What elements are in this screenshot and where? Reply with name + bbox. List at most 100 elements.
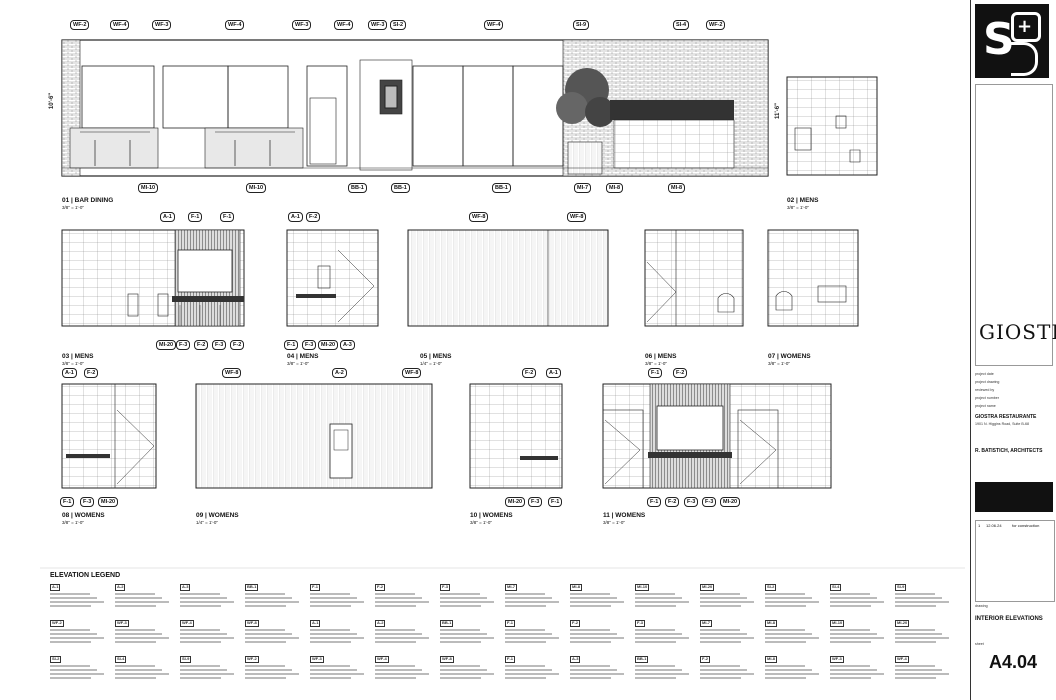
legend-item: MI-10 bbox=[830, 620, 894, 645]
legend-code: WF-4 bbox=[375, 656, 389, 663]
e11-top-tags-0: F-1 bbox=[648, 368, 663, 378]
legend-item: SI-4 bbox=[830, 584, 894, 609]
legend-item: MI-8 bbox=[570, 584, 634, 609]
e11-top-tags-1: F-2 bbox=[673, 368, 688, 378]
legend-item: BB-1 bbox=[245, 584, 309, 609]
sheet-number-label: sheet bbox=[975, 642, 984, 646]
legend-item: A-1 bbox=[310, 620, 374, 645]
legend-item: F-3 bbox=[440, 584, 504, 609]
legend-code: WF-4 bbox=[895, 656, 909, 663]
legend-code: F-1 bbox=[310, 584, 320, 591]
legend-item: WF-3 bbox=[830, 656, 894, 681]
legend-code: A-3 bbox=[180, 584, 191, 591]
e01-bottom-tags-4: BB-1 bbox=[492, 183, 511, 193]
e01-top-tags-8: WF-4 bbox=[484, 20, 504, 30]
e03-top-tags-2: F-1 bbox=[220, 212, 235, 222]
legend-item: A-2 bbox=[375, 620, 439, 645]
legend-code: SI-4 bbox=[830, 584, 842, 591]
e03-top-tags-0: A-1 bbox=[160, 212, 175, 222]
e08-bottom-tags-2: MI-20 bbox=[98, 497, 119, 507]
e01-top-tags-10: SI-4 bbox=[673, 20, 690, 30]
e11-bottom-tags-2: F-3 bbox=[684, 497, 699, 507]
e01-bottom-tags-7: MI-8 bbox=[668, 183, 685, 193]
legend-code: F-2 bbox=[570, 620, 580, 627]
e11-bottom-tags-0: F-1 bbox=[647, 497, 662, 507]
e04-bottom-tags-1: F-3 bbox=[302, 340, 317, 350]
architect-name: R. BATISTICH, ARCHITECTS bbox=[975, 448, 1043, 454]
e05-top-tags-1: WF-8 bbox=[567, 212, 587, 222]
sheet-title-label: drawing bbox=[975, 604, 988, 608]
firm-logo: S + bbox=[975, 4, 1049, 78]
legend-item: F-3 bbox=[635, 620, 699, 645]
e01-bottom-tags-6: MI-8 bbox=[606, 183, 623, 193]
legend-item: SI-4 bbox=[115, 656, 179, 681]
e01-top-tags-5: WF-4 bbox=[334, 20, 354, 30]
legend-item: MI-20 bbox=[700, 584, 764, 609]
legend-code: WF-3 bbox=[310, 656, 324, 663]
legend-code: F-1 bbox=[505, 620, 515, 627]
firm-logo-mark: S bbox=[983, 14, 1015, 65]
legend-item: MI-20 bbox=[895, 620, 959, 645]
e03-bottom-tags-2: F-2 bbox=[194, 340, 209, 350]
sheet-title: INTERIOR ELEVATIONS bbox=[975, 616, 1043, 622]
legend-code: A-2 bbox=[115, 584, 126, 591]
legend-item: WF-4 bbox=[180, 620, 244, 645]
title-block-row: project name bbox=[975, 404, 996, 408]
legend-code: WF-2 bbox=[50, 620, 64, 627]
legend-item: WF-4 bbox=[895, 656, 959, 681]
client-logo: GIOSTRA bbox=[979, 320, 1056, 344]
e10-top-tags-0: F-2 bbox=[522, 368, 537, 378]
revision-note: for construction bbox=[1012, 523, 1040, 528]
legend-item: MI-8 bbox=[765, 656, 829, 681]
e04-bottom-tags-3: A-3 bbox=[340, 340, 355, 350]
legend-item: A-2 bbox=[115, 584, 179, 609]
title-block-notes-area bbox=[975, 84, 1053, 366]
e08-bottom-tags-0: F-1 bbox=[60, 497, 75, 507]
e01-top-tags-6: WF-3 bbox=[368, 20, 388, 30]
elevation-02-drawing bbox=[786, 76, 878, 176]
legend-item: MI-10 bbox=[635, 584, 699, 609]
e01-top-tags-3: WF-4 bbox=[225, 20, 245, 30]
legend-item: WF-8 bbox=[440, 656, 504, 681]
e01-top-tags-9: SI-9 bbox=[573, 20, 590, 30]
e03-top-tags-1: F-1 bbox=[188, 212, 203, 222]
legend-code: BB-1 bbox=[245, 584, 259, 591]
e01-bottom-tags-1: MI-10 bbox=[246, 183, 267, 193]
plus-icon: + bbox=[1017, 16, 1033, 37]
legend-code: WF-2 bbox=[245, 656, 259, 663]
elevation-10-drawing bbox=[469, 383, 563, 489]
legend-code: F-3 bbox=[440, 584, 450, 591]
legend-item: BB-1 bbox=[635, 656, 699, 681]
legend-code: A-3 bbox=[570, 656, 581, 663]
revision-table: 1 12.06.24 for construction bbox=[975, 520, 1055, 602]
legend-code: F-2 bbox=[700, 656, 710, 663]
legend-code: MI-7 bbox=[505, 584, 517, 591]
legend-code: SI-9 bbox=[180, 656, 192, 663]
legend-code: BB-1 bbox=[635, 656, 649, 663]
legend-item: A-3 bbox=[180, 584, 244, 609]
e01-top-tags-1: WF-4 bbox=[110, 20, 130, 30]
legend-item: WF-4 bbox=[375, 656, 439, 681]
e01-top-tags-11: WF-2 bbox=[706, 20, 726, 30]
elevation-03-drawing bbox=[61, 229, 245, 327]
elevation-01-drawing bbox=[61, 39, 769, 177]
e10-bottom-tags-1: F-3 bbox=[528, 497, 543, 507]
legend-code: F-2 bbox=[375, 584, 385, 591]
e09-top-tags-2: WF-8 bbox=[402, 368, 422, 378]
legend-item: A-1 bbox=[50, 584, 114, 609]
revision-number: 1 bbox=[978, 523, 981, 528]
revision-date: 12.06.24 bbox=[986, 523, 1002, 528]
e10-top-tags-1: A-1 bbox=[546, 368, 561, 378]
sheet-number: A4.04 bbox=[989, 652, 1038, 672]
elevation-06-drawing bbox=[644, 229, 744, 327]
e04-bottom-tags-0: F-1 bbox=[284, 340, 299, 350]
legend-item: MI-7 bbox=[505, 584, 569, 609]
legend-code: MI-10 bbox=[635, 584, 650, 591]
legend-item: F-2 bbox=[700, 656, 764, 681]
